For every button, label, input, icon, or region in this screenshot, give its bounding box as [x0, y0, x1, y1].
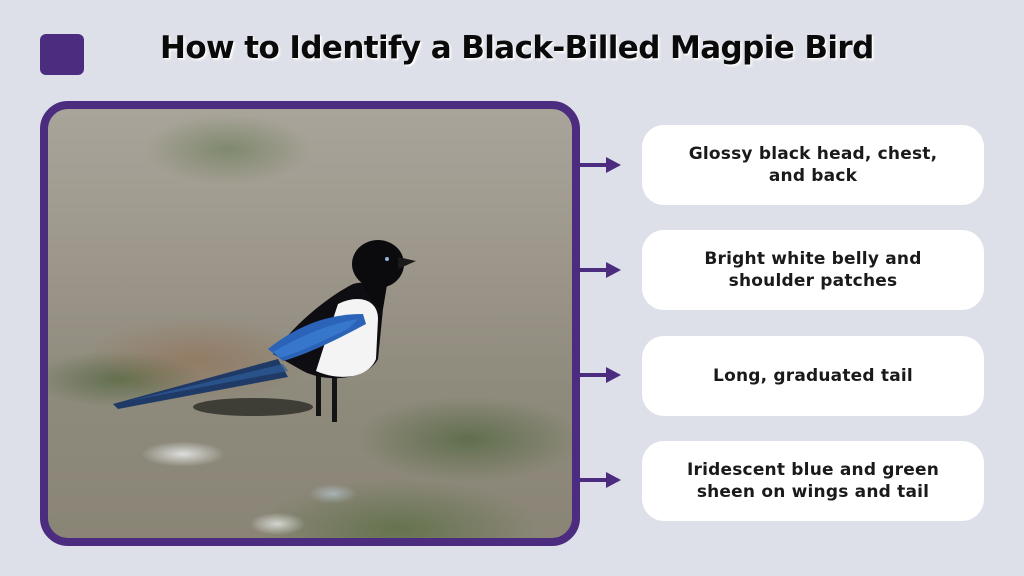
feature-card-plumage: Glossy black head, chest, and back	[642, 125, 984, 205]
accent-square	[40, 34, 84, 75]
arrow-icon	[580, 472, 624, 488]
magpie-photo	[40, 101, 580, 546]
feature-card-sheen: Iridescent blue and green sheen on wings…	[642, 441, 984, 521]
arrow-icon	[580, 157, 624, 173]
arrow-icon	[580, 367, 624, 383]
feature-card-tail: Long, graduated tail	[642, 336, 984, 416]
feature-label: Iridescent blue and green sheen on wings…	[686, 460, 940, 502]
feature-label: Bright white belly and shoulder patches	[704, 249, 922, 291]
feature-card-white-patches: Bright white belly and shoulder patches	[642, 230, 984, 310]
feature-label: Glossy black head, chest, and back	[688, 144, 938, 186]
connector-line	[572, 160, 575, 485]
page-title: How to Identify a Black-Billed Magpie Bi…	[160, 30, 874, 66]
magpie-illustration	[113, 240, 416, 422]
arrow-icon	[580, 262, 624, 278]
feature-label: Long, graduated tail	[713, 366, 913, 386]
